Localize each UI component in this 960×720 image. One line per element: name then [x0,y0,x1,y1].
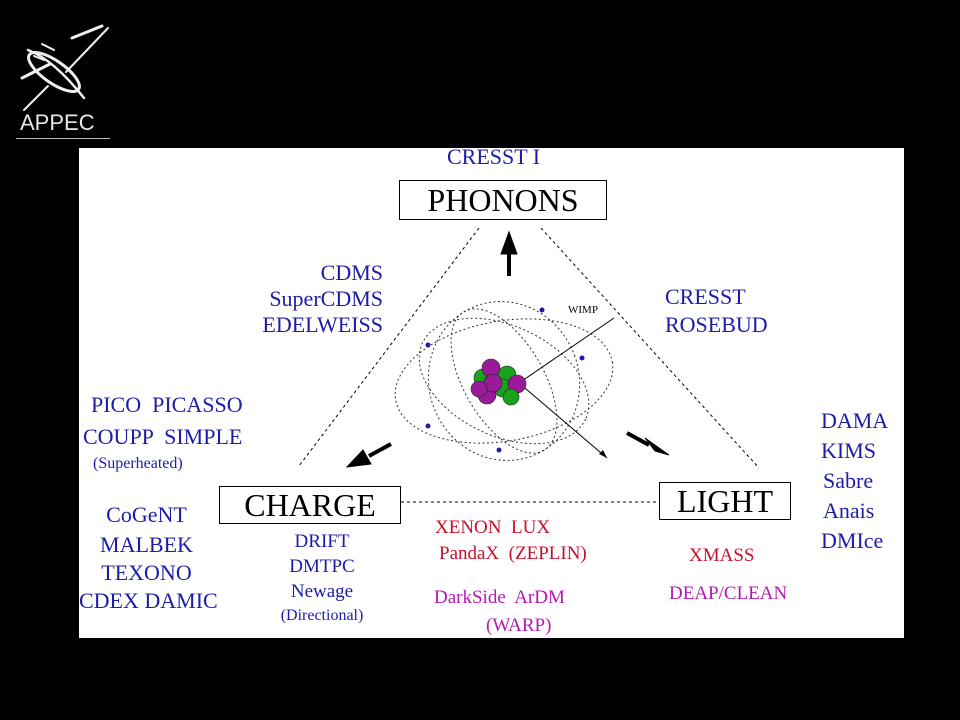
appec-logo-text: APPEC [20,110,95,135]
light-box: LIGHT [659,482,791,520]
label-supercdms: SuperCDMS [269,286,383,311]
label-deap-clean: DEAP/CLEAN [669,583,788,604]
nucleus-icon [470,358,527,406]
label-dmtpc: DMTPC [289,556,355,577]
triangle-edge-left [298,227,480,467]
label-directional: (Directional) [280,607,364,624]
wimp-label: WIMP [568,304,598,316]
label-drift: DRIFT [294,531,350,552]
label-cresst: CRESST [665,284,746,309]
label-superheated: (Superheated) [93,455,183,472]
atom-icon [394,301,614,461]
arrow-up-icon [500,230,518,276]
arrow-down-left-icon [345,442,392,468]
label-darkside-ardm: DarkSide ArDM [434,587,565,608]
label-anais: Anais [823,498,875,523]
logo-divider [16,138,110,139]
label-coupp-simple: COUPP SIMPLE [83,424,243,449]
label-texono: TEXONO [101,560,192,585]
electron-dots [425,307,585,453]
label-cdms: CDMS [320,260,383,285]
diagram-graphics [298,227,760,503]
wimp-arrowhead-icon [599,450,607,458]
arrow-down-right-icon [626,431,670,456]
label-xenon-lux: XENON LUX [435,517,551,538]
label-edelweiss: EDELWEISS [262,312,383,337]
label-cogent: CoGeNT [106,502,187,527]
label-dmice: DMIce [821,528,884,553]
label-rosebud: ROSEBUD [665,312,768,337]
label-kims: KIMS [821,438,877,463]
appec-logo-icon [20,24,109,111]
label-newage: Newage [290,581,354,602]
label-cresst-i: CRESST I [447,148,541,169]
label-dama: DAMA [821,408,889,433]
detection-diagram: WIMP PHONONS CHARGE LIGHT CRESST I CDMS … [79,148,904,638]
label-warp: (WARP) [486,615,552,636]
wimp-trajectory-out [518,382,608,459]
label-cdex-damic: CDEX DAMIC [79,588,218,613]
phonons-box: PHONONS [399,180,607,220]
label-pandax-zeplin: PandaX (ZEPLIN) [439,543,587,564]
label-sabre: Sabre [823,468,874,493]
label-malbek: MALBEK [100,532,193,557]
wimp-trajectory [518,317,615,384]
charge-box: CHARGE [219,486,401,524]
label-pico-picasso: PICO PICASSO [91,392,243,417]
label-xmass: XMASS [689,545,755,566]
triangle-edge-right [540,227,760,469]
